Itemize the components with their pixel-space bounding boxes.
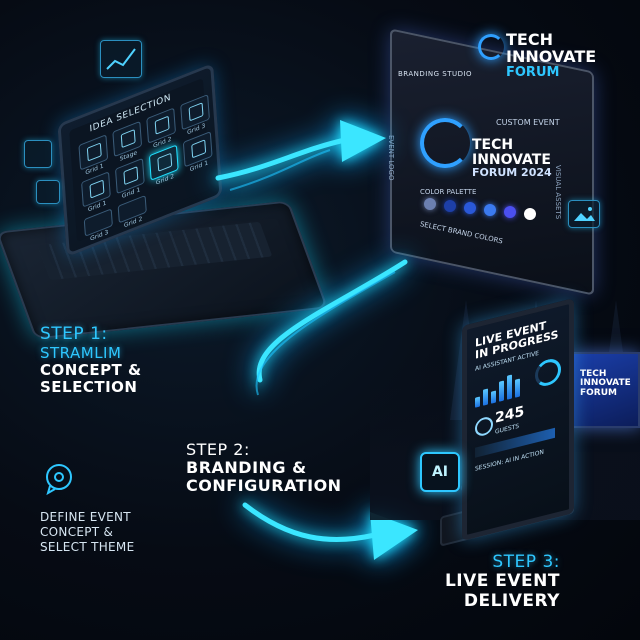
step1-head: STEP 1: [40,324,108,344]
ai-chip-badge: AI [420,452,460,492]
step1-line2: CONCEPT & [40,361,142,379]
step3-line2: DELIVERY [463,590,560,611]
step3-block: STEP 3: LIVE EVENT DELIVERY [420,552,560,611]
stage-line: INNOVATE [580,378,631,389]
chart-bar [491,390,496,404]
define-line: CONCEPT & [40,525,114,539]
chart-card [100,40,142,78]
color-swatch[interactable] [484,204,496,216]
guests-count: 245 [495,403,525,427]
color-swatch[interactable] [424,198,436,210]
banner-line: FORUM [506,64,560,80]
step3-head: STEP 3: [492,552,560,572]
chart-bar [499,380,504,402]
event-logo-icon [478,34,504,60]
lockup-line: INNOVATE [472,151,551,168]
image-icon [568,200,600,228]
banner-line: TECH [506,30,553,49]
person-icon [475,415,493,438]
banner-line: INNOVATE [506,46,597,66]
stage-line: TECH [580,369,607,379]
chat-ai-icon [42,462,76,496]
color-swatch[interactable] [464,202,476,214]
donut-chart-icon [535,356,561,389]
studio-lockup: TECH INNOVATE FORUM 2024 [472,138,552,179]
step2-head: STEP 2: [186,440,250,459]
step3-line1: LIVE EVENT [444,571,560,591]
color-swatch[interactable] [444,200,456,212]
arrow-step1-to-step2 [215,120,386,181]
chart-bar [475,396,480,408]
branding-studio-header: BRANDING STUDIO [398,70,473,78]
line-chart-icon [106,48,136,70]
lockup-line: TECH [472,137,514,153]
stage-line: FORUM [580,387,617,398]
color-swatch[interactable] [504,206,516,218]
step1-line1: STRAMLIM [40,344,122,362]
lockup-line: FORUM 2024 [472,166,552,180]
arrow-trail [229,149,396,396]
color-palette-label: COLOR PALETTE [420,188,477,196]
step2-block: STEP 2: BRANDING & CONFIGURATION [186,440,376,496]
step1-line3: SELECTION [40,378,138,397]
banner-lockup: TECH INNOVATE FORUM [506,30,597,80]
chart-bar [515,378,520,398]
floating-card [36,180,60,204]
chart-bar [483,388,488,406]
floating-card [24,140,52,168]
event-banner: TECH INNOVATE FORUM [478,28,608,98]
define-line: SELECT THEME [40,540,135,554]
define-line: DEFINE EVENT [40,510,131,524]
kiosk-bar-chart [475,368,531,408]
stage-screen-lockup: TECH INNOVATE FORUM [580,369,631,398]
step2-line2: CONFIGURATION [186,476,342,496]
custom-event-label: CUSTOM EVENT [496,118,560,127]
stage-screen: TECH INNOVATE FORUM [572,352,640,428]
swatch-row [420,196,550,220]
event-logo-icon [420,118,470,168]
color-swatch-white[interactable] [524,208,536,220]
step1-block: STEP 1: STRAMLIM CONCEPT & SELECTION [40,324,210,397]
step2-line1: BRANDING & [186,458,307,477]
chart-bar [507,374,512,400]
arrow-step2-to-step3 [242,259,418,560]
live-event-kiosk: LIVE EVENT IN PROGRESS AI ASSISTANT ACTI… [462,298,574,541]
define-block: DEFINE EVENT CONCEPT & SELECT THEME [40,510,190,555]
